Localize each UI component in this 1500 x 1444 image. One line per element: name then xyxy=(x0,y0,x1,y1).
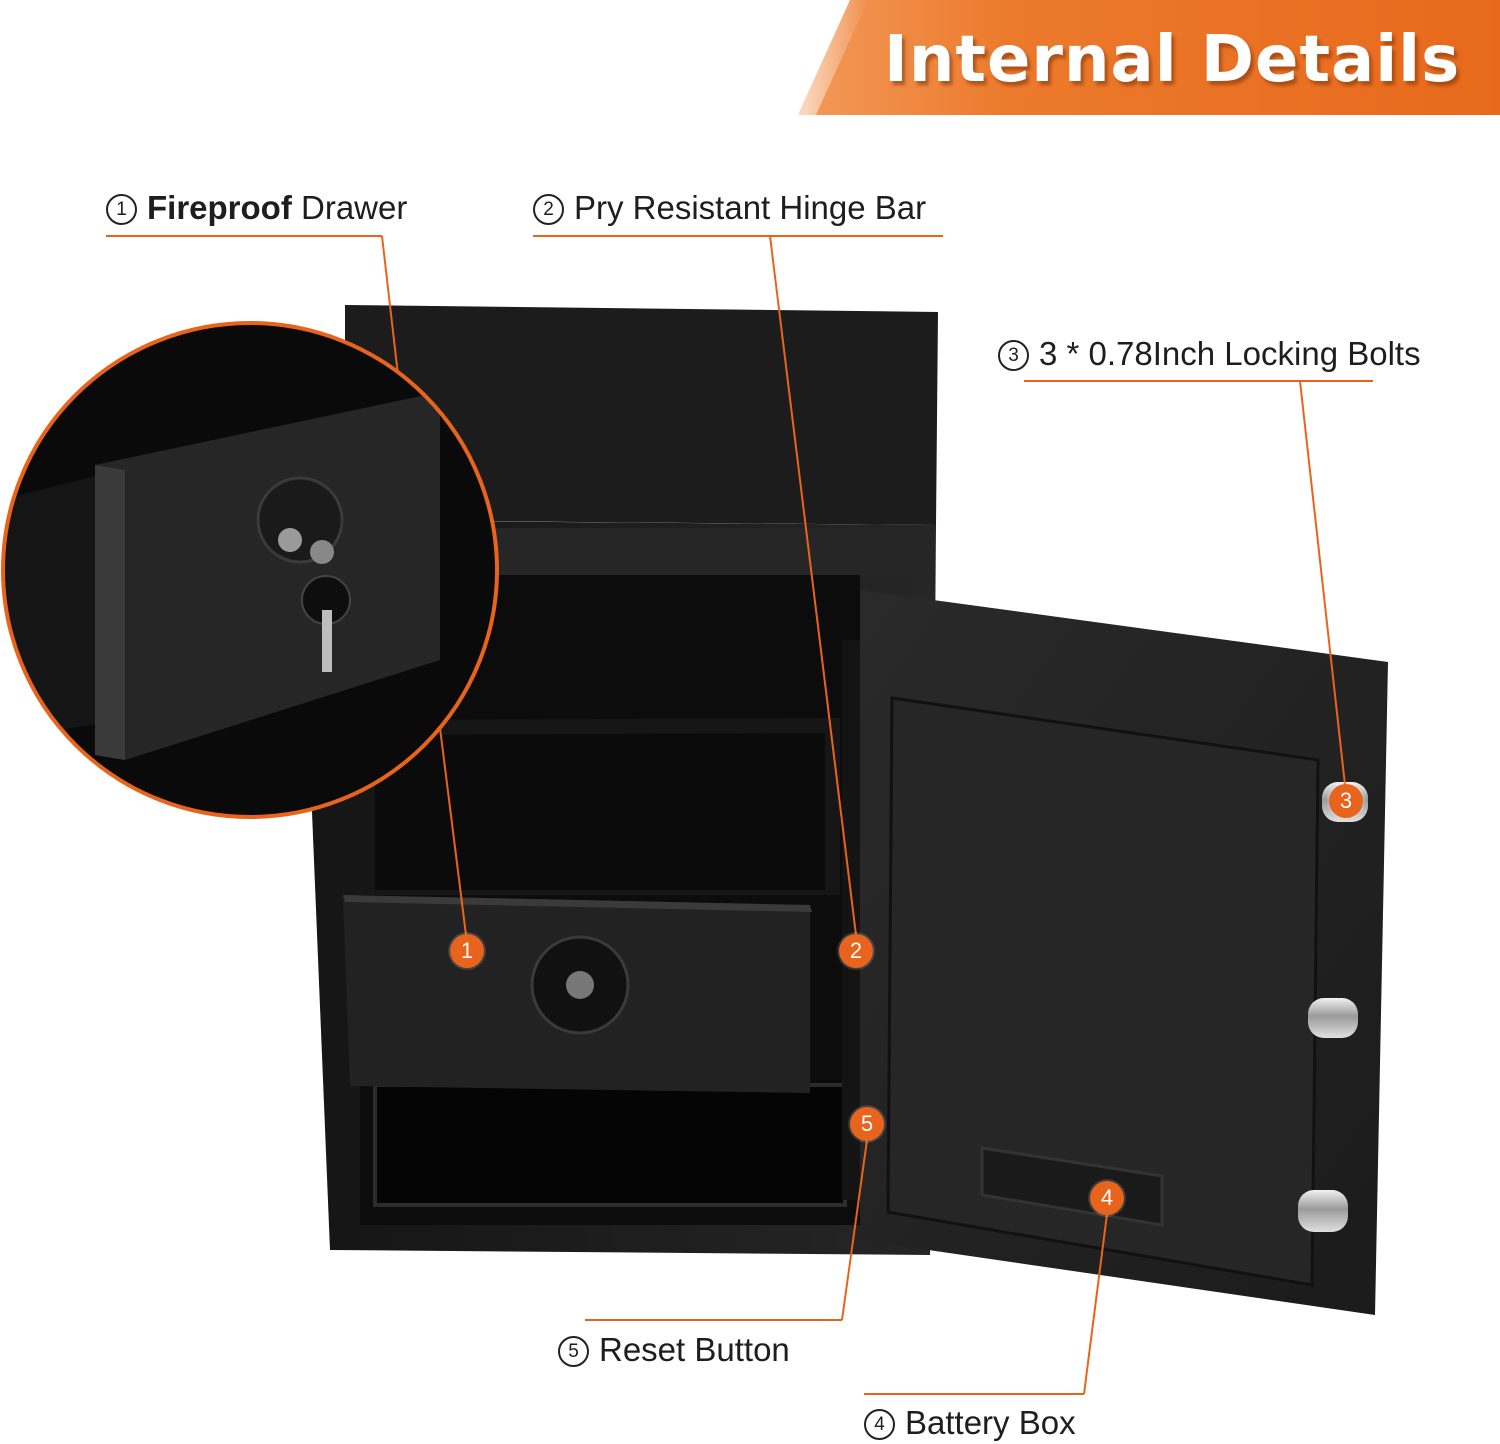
label-number: 5 xyxy=(558,1336,589,1367)
label-number: 2 xyxy=(533,194,564,225)
fireproof-drawer xyxy=(343,718,840,1093)
callout-marker-2: 2 xyxy=(839,934,873,968)
label-number: 3 xyxy=(998,340,1029,371)
label-strong: Fireproof xyxy=(147,189,292,226)
callout-marker-5: 5 xyxy=(850,1107,884,1141)
safe-door xyxy=(860,590,1388,1315)
title-banner xyxy=(798,0,1500,115)
label-text: Drawer xyxy=(291,189,408,226)
label-fireproof-drawer: 1 Fireproof Drawer xyxy=(106,188,407,228)
label-text: 3 * 0.78Inch Locking Bolts xyxy=(1039,335,1421,372)
label-number: 4 xyxy=(864,1409,895,1440)
label-locking-bolts: 3 3 * 0.78Inch Locking Bolts xyxy=(998,334,1421,374)
label-battery-box: 4 Battery Box xyxy=(864,1403,1076,1443)
page-title: Internal Details xyxy=(884,23,1461,97)
callout-marker-1: 1 xyxy=(450,934,484,968)
label-text: Reset Button xyxy=(599,1331,790,1368)
leader-lines xyxy=(106,235,1373,1395)
label-text: Battery Box xyxy=(905,1404,1076,1441)
drawer-zoom-inset xyxy=(1,321,499,819)
label-reset-button: 5 Reset Button xyxy=(558,1330,790,1370)
callout-marker-3: 3 xyxy=(1329,784,1363,818)
label-number: 1 xyxy=(106,194,137,225)
label-text: Pry Resistant Hinge Bar xyxy=(574,189,927,226)
label-hinge-bar: 2 Pry Resistant Hinge Bar xyxy=(533,188,926,228)
callout-marker-4: 4 xyxy=(1090,1181,1124,1215)
